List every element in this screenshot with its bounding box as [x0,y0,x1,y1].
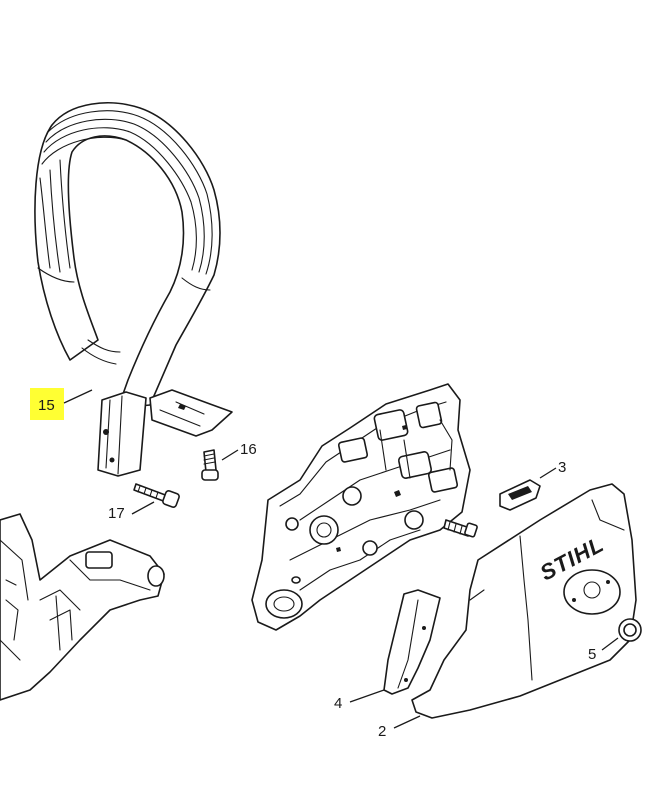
screw-16-part [201,449,219,481]
callout-5-label: 5 [588,646,596,663]
callout-15[interactable]: 15 [30,388,93,420]
callout-3[interactable]: 3 [539,459,566,479]
screw-17-part [133,483,180,508]
chainsaw-body-fragment [0,513,165,701]
callout-4[interactable]: 4 [334,689,385,712]
callout-4-label: 4 [334,695,342,712]
callout-16-label: 16 [240,441,257,458]
callout-15-label: 15 [38,397,55,414]
callout-15-highlight [30,388,64,420]
callout-16[interactable]: 16 [221,441,257,461]
crankcase-part [251,383,471,631]
callout-2-label: 2 [378,723,386,740]
callout-5[interactable]: 5 [588,637,619,663]
callout-3-label: 3 [558,459,566,476]
nut-5-part [618,618,642,642]
catch-3-part [499,479,541,511]
front-handlebar-part [34,102,233,477]
callout-17[interactable]: 17 [108,501,155,522]
callout-17-label: 17 [108,505,125,522]
guide-plate-4-part [383,589,441,695]
callout-2[interactable]: 2 [378,715,421,740]
stud-bolt-part [443,519,478,538]
sprocket-cover-2-part: STIHL [411,483,637,719]
